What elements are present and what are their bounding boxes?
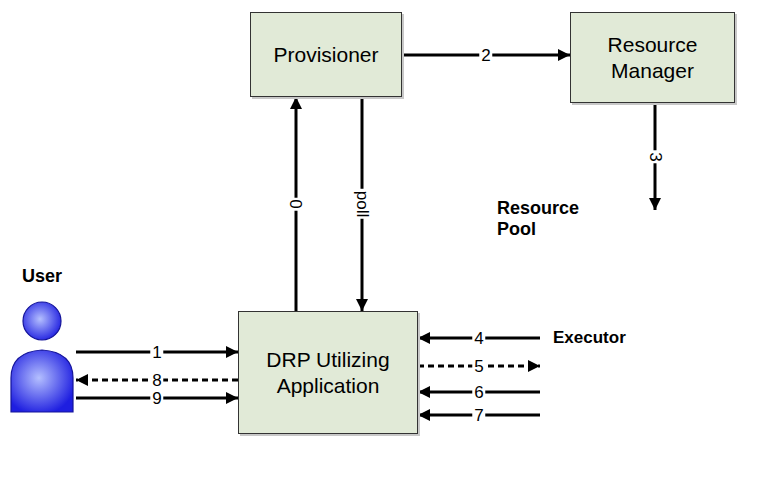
- step-label: 2: [479, 47, 492, 64]
- process-box: Resource Manager: [570, 12, 735, 103]
- box-label: Provisioner: [273, 42, 378, 67]
- executor-server: Executor: [540, 298, 622, 493]
- step-label: poll: [354, 189, 371, 219]
- step-label: 6: [472, 384, 485, 401]
- step-label: 3: [647, 150, 664, 163]
- step-label: 0: [288, 197, 305, 210]
- step-label: 5: [472, 358, 485, 375]
- step-label: 1: [150, 344, 163, 361]
- user-figure: [8, 266, 76, 416]
- step-label: 9: [150, 390, 163, 407]
- node-heading: Executor: [552, 329, 627, 348]
- executor-server: [540, 298, 625, 490]
- box-label: DRP Utilizing Application: [239, 347, 417, 397]
- box-label: Resource Manager: [571, 32, 734, 82]
- step-label: 4: [472, 330, 485, 347]
- user-actor: User: [8, 266, 76, 416]
- step-label: 7: [472, 407, 485, 424]
- step-label: 8: [150, 372, 163, 389]
- cloud-outline: [495, 195, 781, 498]
- node-heading: Resource Pool: [497, 198, 593, 239]
- process-box: Provisioner: [250, 12, 402, 97]
- process-box: DRP Utilizing Application: [238, 311, 418, 434]
- idle-server: [665, 290, 760, 450]
- resource-cloud: Executor Resource Pool: [495, 195, 781, 498]
- node-heading: User: [8, 266, 76, 288]
